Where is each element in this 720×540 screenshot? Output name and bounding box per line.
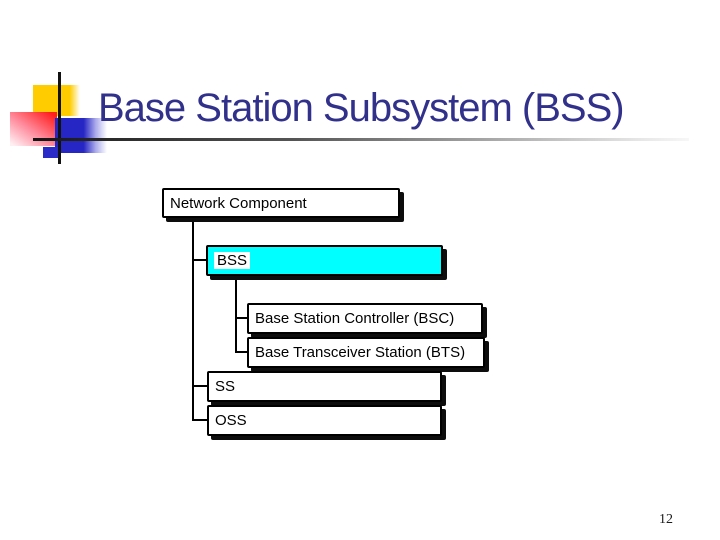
connector-stub-bss bbox=[192, 259, 206, 261]
org-node-bts: Base Transceiver Station (BTS) bbox=[247, 337, 485, 368]
org-node-oss: OSS bbox=[207, 405, 442, 436]
title-underline-rule bbox=[33, 138, 689, 141]
org-node-label-highlighted: BSS bbox=[214, 252, 251, 269]
org-node-label: Base Station Controller (BSC) bbox=[255, 310, 455, 327]
org-node-network-component: Network Component bbox=[162, 188, 400, 218]
connector-stub-ss bbox=[192, 385, 207, 387]
org-node-label: OSS bbox=[215, 412, 247, 429]
deco-vertical-line bbox=[58, 72, 61, 164]
slide-title: Base Station Subsystem (BSS) bbox=[98, 86, 625, 130]
deco-blue-tab-square bbox=[43, 147, 58, 158]
org-node-ss: SS bbox=[207, 371, 442, 402]
page-number: 12 bbox=[659, 512, 673, 527]
connector-stub-bts bbox=[235, 351, 247, 353]
connector-trunk-main bbox=[192, 218, 194, 421]
org-node-bss: BSS bbox=[206, 245, 443, 276]
org-node-label: Base Transceiver Station (BTS) bbox=[255, 344, 466, 361]
deco-blue-square bbox=[55, 118, 107, 153]
connector-stub-oss bbox=[192, 419, 207, 421]
deco-yellow-square bbox=[33, 85, 80, 116]
connector-stub-bsc bbox=[235, 317, 247, 319]
org-node-label: SS bbox=[215, 378, 236, 395]
org-node-bsc: Base Station Controller (BSC) bbox=[247, 303, 483, 334]
connector-trunk-bss bbox=[235, 276, 237, 353]
org-node-label: Network Component bbox=[170, 194, 307, 212]
